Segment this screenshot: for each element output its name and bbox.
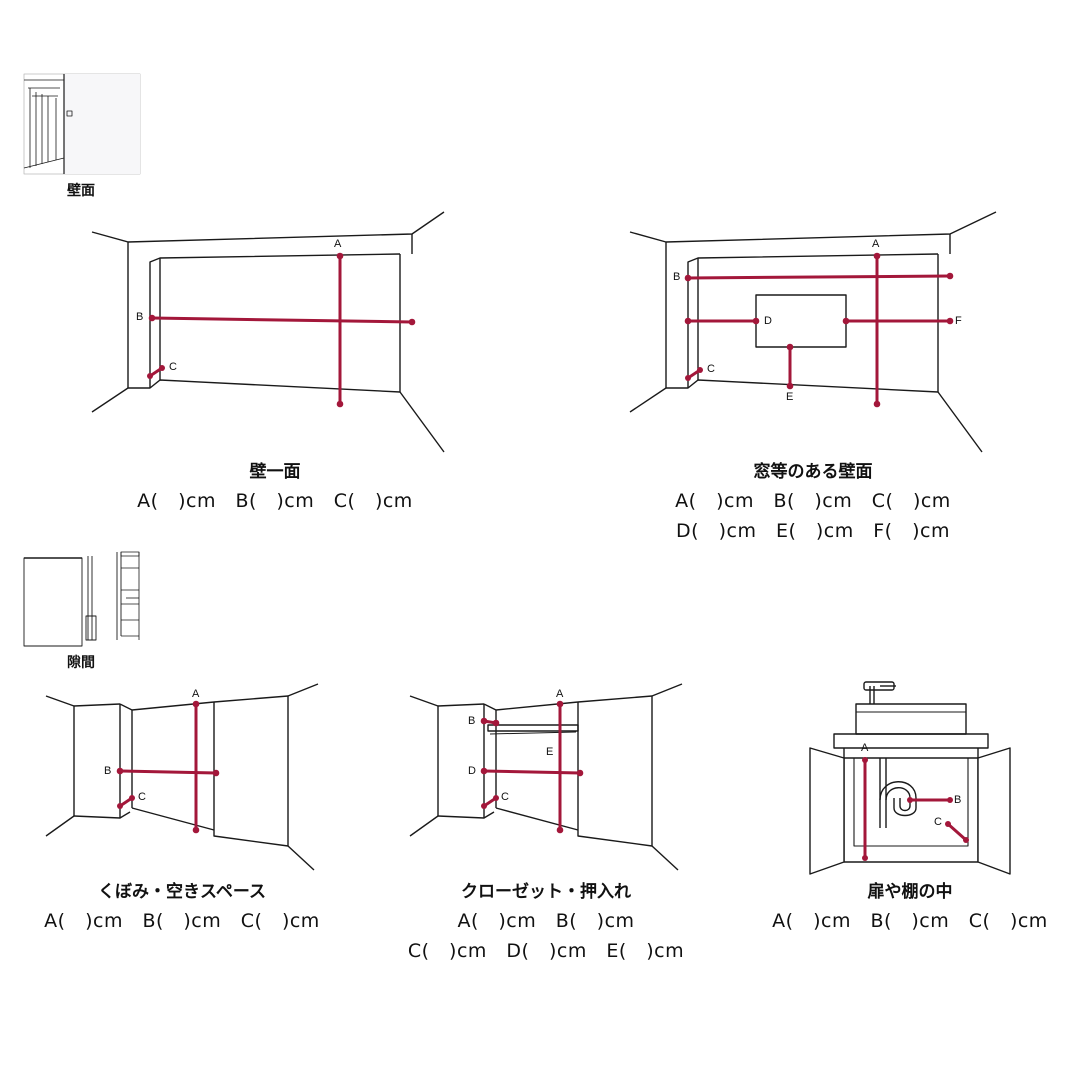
measure-end: [556, 826, 564, 834]
marker-a: A: [861, 742, 869, 754]
measure-end: [480, 717, 488, 725]
marker-a: A: [334, 238, 342, 250]
countertop: [833, 733, 989, 749]
marker-a: A: [556, 688, 564, 700]
hanger-rod: [487, 724, 579, 732]
sink-basin: [855, 703, 967, 735]
measure-end: [946, 272, 954, 280]
measure-end: [192, 826, 200, 834]
marker-e: E: [786, 391, 794, 403]
measure-end: [752, 317, 760, 325]
measure-end: [685, 375, 691, 381]
measure-end: [336, 252, 344, 260]
measure-end: [117, 803, 123, 809]
measure-end: [684, 317, 692, 325]
cabinet-diagram: [809, 681, 1011, 875]
measure-end: [842, 317, 850, 325]
measure-end: [148, 314, 156, 322]
measure-end: [336, 400, 344, 408]
gap-thumbnail: [23, 551, 140, 647]
measure-end: [576, 769, 584, 777]
measurement-row: A( )cm B( )cm C( )cm: [44, 910, 320, 932]
measure-line-c: [946, 822, 968, 842]
measurement-row: A( )cm B( )cm: [457, 910, 635, 932]
marker-f: F: [955, 315, 962, 327]
diagram-title: クローゼット・押入れ: [461, 882, 631, 902]
marker-d: D: [468, 765, 476, 777]
marker-b: B: [673, 271, 681, 283]
diagram-title: 壁一面: [249, 462, 301, 482]
marker-b: B: [104, 765, 112, 777]
measure-end: [192, 700, 200, 708]
measure-end: [116, 767, 124, 775]
measure-end: [786, 382, 794, 390]
measure-end: [963, 837, 969, 843]
measure-end: [556, 700, 564, 708]
diagram-title: 扉や棚の中: [867, 882, 953, 902]
measurement-row: D( )cm E( )cm F( )cm: [676, 520, 950, 542]
measure-end: [684, 274, 692, 282]
measure-end: [945, 821, 951, 827]
marker-b: B: [136, 311, 144, 323]
diagram-title: 窓等のある壁面: [753, 462, 873, 482]
measurement-row: A( )cm B( )cm C( )cm: [137, 490, 413, 512]
marker-c: C: [707, 363, 715, 375]
section-label-gap: 隙間: [67, 655, 95, 671]
measure-end: [697, 367, 703, 373]
marker-b: B: [954, 794, 962, 806]
measure-end: [873, 252, 881, 260]
marker-a: A: [872, 238, 880, 250]
measure-end: [147, 373, 153, 379]
measure-end: [159, 365, 165, 371]
wall-thumbnail: [23, 73, 141, 175]
section-label-wall: 壁面: [67, 183, 95, 199]
alcove-diagram: [45, 683, 319, 871]
measure-line-b: [686, 274, 952, 280]
measurement-row: A( )cm B( )cm C( )cm: [772, 910, 1048, 932]
measure-end: [492, 719, 500, 727]
measure-end: [862, 757, 868, 763]
measure-end: [493, 795, 499, 801]
marker-c: C: [934, 816, 942, 828]
wall-single-diagram: [91, 211, 445, 453]
measure-end: [873, 400, 881, 408]
measure-end: [786, 343, 794, 351]
measurement-row: C( )cm D( )cm E( )cm: [407, 940, 685, 962]
marker-c: C: [138, 791, 146, 803]
measure-end: [408, 318, 416, 326]
measure-end: [947, 797, 953, 803]
diagram-title: くぼみ・空きスペース: [98, 882, 266, 902]
measure-line-d: [482, 769, 582, 775]
measure-end: [481, 803, 487, 809]
measure-end: [212, 769, 220, 777]
marker-e: E: [546, 746, 554, 758]
marker-c: C: [501, 791, 509, 803]
marker-a: A: [192, 688, 200, 700]
measure-end: [907, 797, 913, 803]
marker-d: D: [764, 315, 772, 327]
marker-c: C: [169, 361, 177, 373]
measure-line-b: [118, 769, 218, 775]
measure-end: [480, 767, 488, 775]
measurement-row: A( )cm B( )cm C( )cm: [675, 490, 951, 512]
measure-end: [946, 317, 954, 325]
measure-end: [129, 795, 135, 801]
measure-line-b: [150, 316, 414, 324]
marker-b: B: [468, 715, 476, 727]
measure-end: [862, 855, 868, 861]
closet-diagram: [409, 683, 683, 871]
wall-window-diagram: [629, 211, 997, 453]
